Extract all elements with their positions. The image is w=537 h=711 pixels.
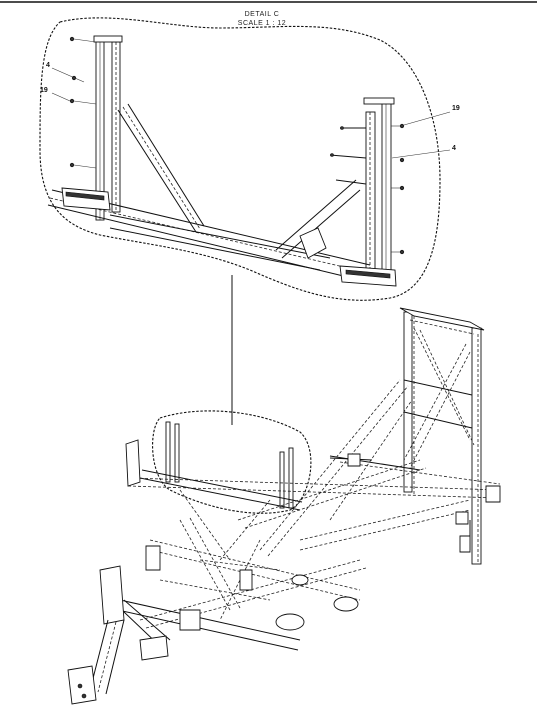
svg-text:19: 19 xyxy=(452,105,460,112)
detail-title: DETAIL C xyxy=(245,11,280,18)
svg-text:4: 4 xyxy=(46,62,50,69)
detail-boundary xyxy=(39,17,441,301)
tower-frame xyxy=(399,307,485,565)
lower-chassis xyxy=(117,489,367,651)
right-upright-post xyxy=(363,97,395,273)
svg-text:19: 19 xyxy=(40,87,48,94)
foot-pads xyxy=(61,187,397,287)
small-uprights xyxy=(139,421,303,511)
main-frame-assembly xyxy=(67,307,501,705)
right-post-bolts xyxy=(391,123,405,255)
diagonal-braces xyxy=(117,103,361,259)
callout-left-19: 19 xyxy=(40,87,71,102)
callout-right-4: 4 xyxy=(391,145,456,159)
main-longitudinal-beams xyxy=(127,379,501,557)
tow-arm xyxy=(67,565,171,705)
callout-right-19: 19 xyxy=(403,105,460,126)
mounting-plate xyxy=(299,227,327,259)
detail-scale: SCALE 1 : 12 xyxy=(238,20,286,27)
right-brackets xyxy=(329,126,367,185)
svg-text:4: 4 xyxy=(452,145,456,152)
detail-c-view: 4 19 19 4 xyxy=(39,17,460,301)
callout-left-4: 4 xyxy=(46,62,85,83)
axle-hubs xyxy=(275,574,359,631)
left-brackets xyxy=(125,439,253,631)
left-upright-post xyxy=(93,35,123,221)
left-post-bolts xyxy=(69,36,97,169)
right-hitch-arms xyxy=(329,453,501,553)
